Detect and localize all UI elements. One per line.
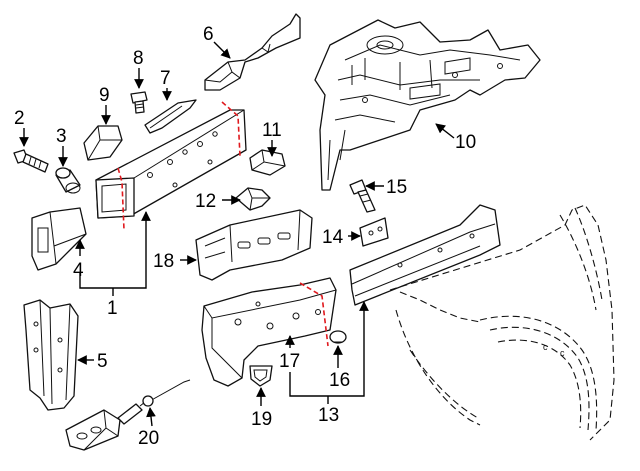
part-14-bracket [359,217,389,247]
callout-2: 2 [14,108,25,129]
part-10-apron-assembly [314,19,541,191]
part-11-bracket [249,149,286,176]
callout-15: 15 [386,177,407,198]
callout-12: 12 [195,191,216,212]
leader-lines [19,41,455,427]
part-19-pad [249,365,273,387]
callout-13: 13 [318,405,339,426]
part-5-pillar-bracket [23,299,79,411]
cut-line-lower-bracket [299,282,329,347]
callout-9: 9 [99,85,110,106]
callout-numbers: 2 3 9 8 7 6 10 11 12 15 14 18 4 1 5 17 1… [14,24,476,449]
callout-8: 8 [133,48,144,69]
callout-1: 1 [107,298,118,319]
part-12-clip [235,187,271,211]
callout-6: 6 [203,24,214,45]
part-15-bolt [349,179,376,213]
part-7-reinforcement-strip [144,99,197,134]
part-1-frame-rail [95,101,247,231]
callout-11: 11 [262,120,282,141]
part-3-spacer [55,167,81,194]
callout-10: 10 [455,132,476,153]
part-17-lower-bracket [201,277,337,387]
cut-line-rail-rear [117,167,125,231]
callout-16: 16 [329,370,350,391]
part-13-upper-rail [349,204,501,306]
part-9-clip [83,125,123,161]
part-18-reinforcement [195,209,313,281]
callout-18: 18 [153,251,174,272]
callout-4: 4 [73,260,84,281]
callout-20: 20 [138,428,159,449]
callout-17: 17 [279,351,300,372]
callout-19: 19 [251,409,272,430]
callout-7: 7 [160,68,171,89]
fender-outline: c c [389,204,615,441]
part-16-plug [329,330,347,344]
part-20-sensor-harness [65,379,191,451]
part-2-bolt [13,149,49,173]
callout-3: 3 [56,126,67,147]
fender-mark-c-1: c [543,342,548,352]
fender-mark-c-2: c [560,348,565,358]
part-8-bolt [130,91,148,114]
part-6-upper-bracket [204,13,301,91]
callout-5: 5 [97,351,108,372]
callout-14: 14 [322,227,344,248]
part-4-mount-bracket [31,207,87,271]
